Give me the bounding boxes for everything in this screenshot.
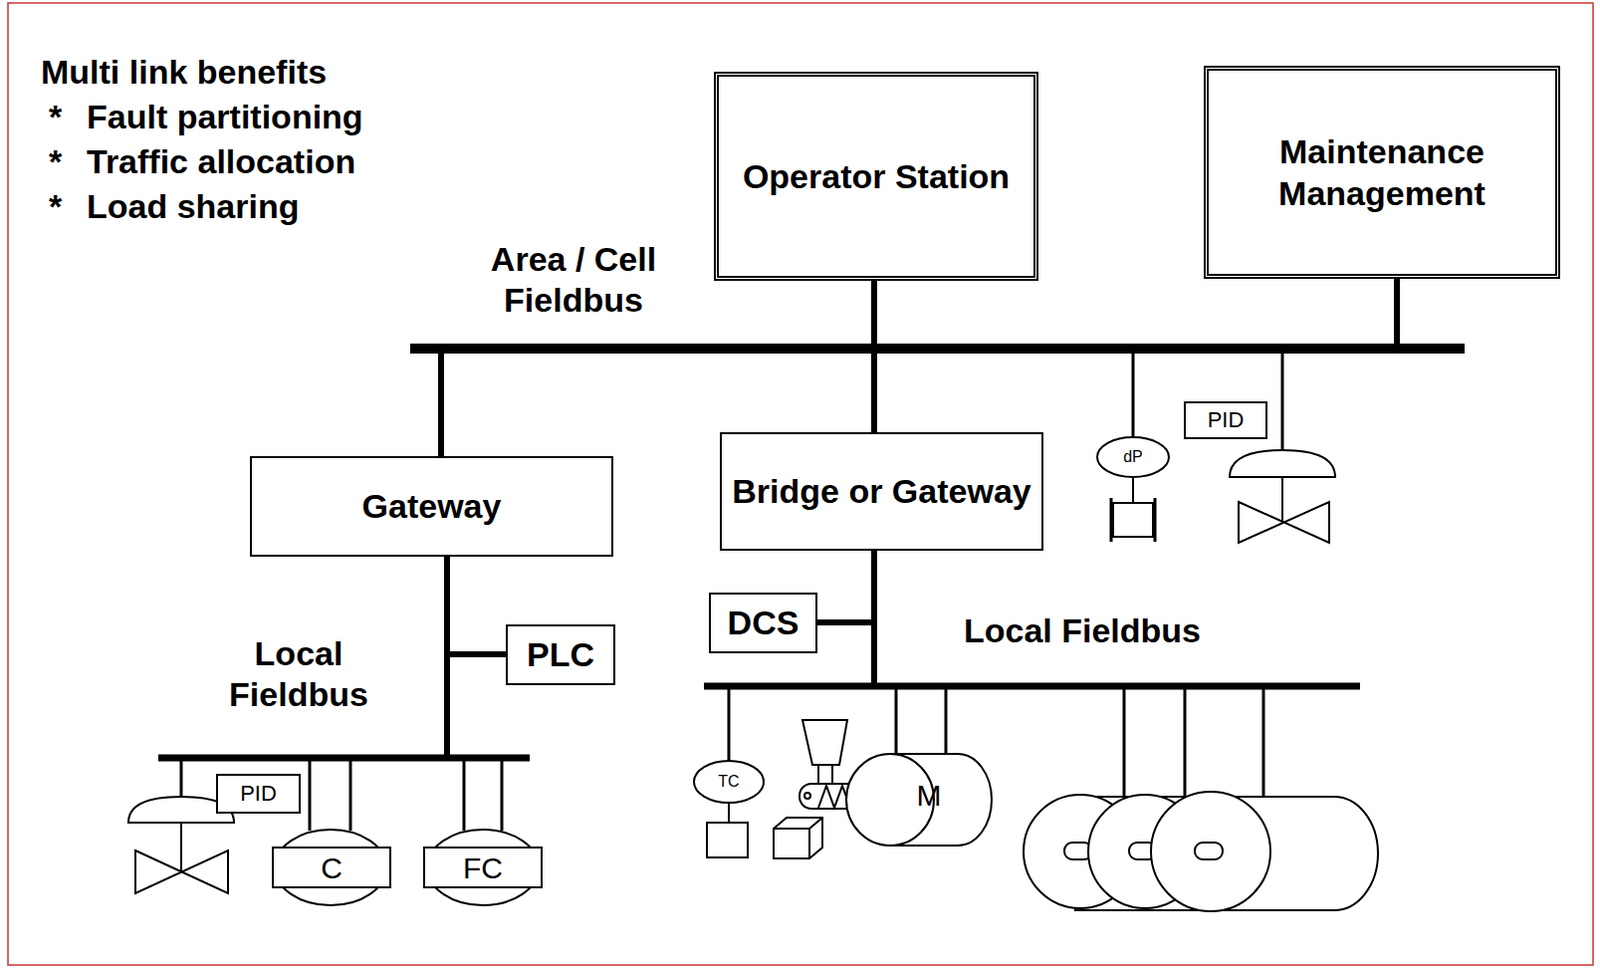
node-text: Maintenance Management [1208, 130, 1556, 216]
management-box: Maintenance Management [1203, 65, 1561, 279]
bullet: * [48, 139, 62, 184]
field-devices [128, 437, 1378, 912]
node-text: FC [462, 851, 503, 885]
dcs-box: DCS [708, 592, 818, 654]
node-text: PID [239, 781, 277, 806]
node-text: TC [717, 772, 739, 791]
node-text: Operator Station [742, 155, 1010, 199]
pid-box: PID [1183, 401, 1268, 440]
bus-wiring [158, 278, 1465, 831]
node-text: Gateway [362, 484, 502, 528]
bullet: * [48, 94, 62, 139]
frame [7, 2, 1594, 965]
motor-label: M [906, 772, 952, 817]
note-heading: Multi link benefits [40, 49, 327, 94]
plc-box: PLC [505, 624, 616, 686]
node-text: C [320, 851, 343, 885]
bus-label: Area / Cell Fieldbus [473, 238, 674, 321]
temperature-transmitter: TC [702, 768, 755, 795]
node-text: M [916, 778, 942, 812]
node-text: PLC [526, 633, 595, 677]
node-text: Bridge or Gateway [731, 469, 1031, 513]
note-item: Traffic allocation [86, 139, 356, 184]
bridge-box: Bridge or Gateway [719, 432, 1044, 551]
bullet: * [48, 184, 62, 229]
note-item: Fault partitioning [86, 94, 364, 139]
bus-label: Local Fieldbus [963, 608, 1201, 653]
pid-box: PID [216, 773, 301, 814]
node-text: dP [1123, 448, 1143, 466]
dp-transmitter: dP [1103, 444, 1163, 470]
note-item: Load sharing [86, 184, 299, 229]
bus-label: Local Fieldbus [204, 633, 394, 715]
controller-box: C [271, 846, 392, 889]
station-box: Operator Station [713, 71, 1039, 281]
gateway-box: Gateway [249, 456, 614, 557]
flow-controller-box: FC [423, 846, 543, 889]
node-text: PID [1207, 408, 1245, 433]
node-text: DCS [727, 601, 800, 645]
